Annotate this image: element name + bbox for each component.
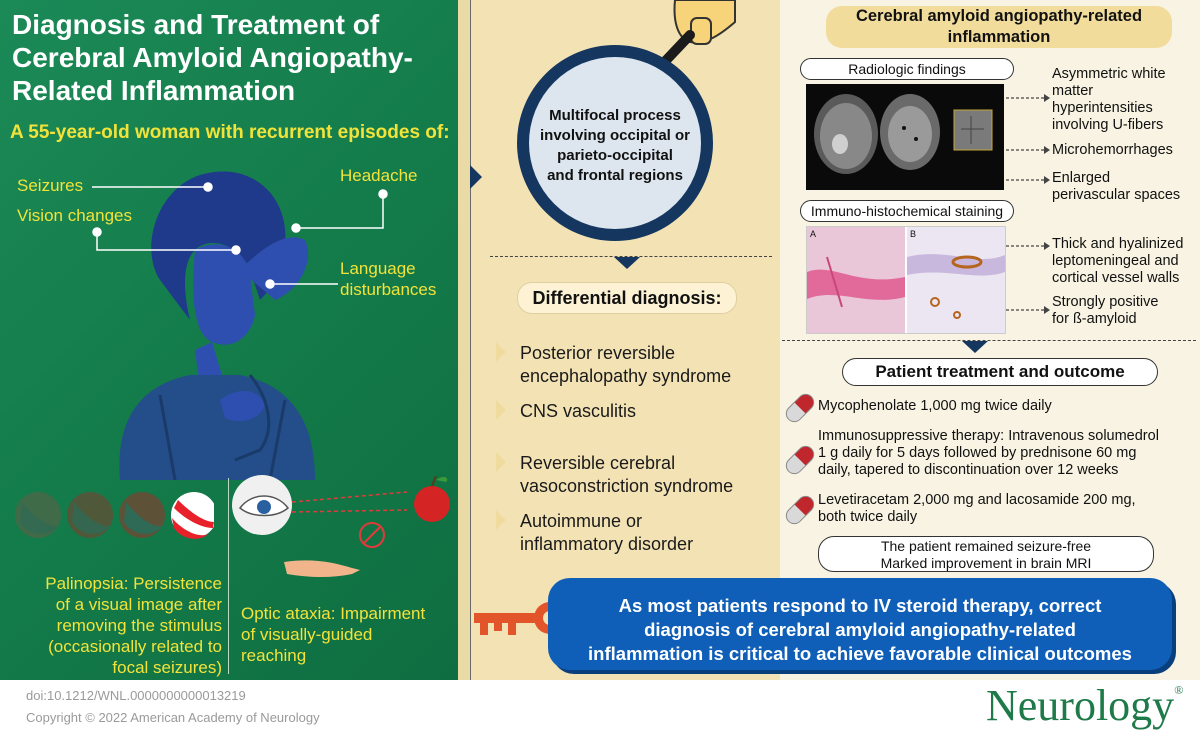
mid-divider bbox=[490, 256, 772, 257]
symptom-vision-changes: Vision changes bbox=[17, 206, 132, 225]
radiologic-leader-lines bbox=[1006, 94, 1050, 184]
left-bottom-divider bbox=[228, 478, 229, 674]
differential-item-rcvs: Reversible cerebral vasoconstriction syn… bbox=[520, 453, 734, 496]
left-panel: Diagnosis and Treatment of Cerebral Amyl… bbox=[0, 0, 458, 680]
right-divider bbox=[782, 340, 1196, 341]
differential-item-autoimmune: Autoimmune or inflammatory disorder bbox=[520, 511, 694, 554]
ihc-panel-b-label: B bbox=[910, 229, 917, 239]
down-arrow-differential bbox=[614, 257, 640, 269]
mri-brain-scans bbox=[814, 94, 993, 174]
palinopsia-caption: Palinopsia: Persistence of a visual imag… bbox=[45, 574, 222, 677]
magnifying-glass-icon bbox=[517, 0, 736, 241]
differential-item-cns-vasculitis: CNS vasculitis bbox=[520, 401, 637, 421]
differential-item-pres: Posterior reversible encephalopathy synd… bbox=[520, 343, 732, 386]
conclusion-text: As most patients respond to IV steroid t… bbox=[588, 595, 1132, 664]
differential-bullet-2 bbox=[496, 400, 506, 420]
treatment-mycophenolate: Mycophenolate 1,000 mg twice daily bbox=[818, 398, 1052, 414]
capsule-icon-1 bbox=[785, 393, 815, 423]
differential-bullet-3 bbox=[496, 452, 506, 472]
optic-ataxia-caption: Optic ataxia: Impairment of visually-gui… bbox=[241, 604, 426, 665]
finding-perivascular-spaces: Enlarged perivascular spaces bbox=[1052, 170, 1181, 203]
symptom-seizures: Seizures bbox=[17, 176, 84, 195]
differential-bullet-4 bbox=[496, 510, 506, 530]
ihc-panel-a-label: A bbox=[810, 229, 817, 239]
finding-microhemorrhages: Microhemorrhages bbox=[1052, 142, 1173, 158]
ihc-leader-lines bbox=[1006, 242, 1050, 314]
flow-arrow-right bbox=[470, 165, 482, 189]
neurology-logo: Neurology® bbox=[986, 681, 1184, 730]
symptom-headache: Headache bbox=[340, 166, 418, 185]
capsule-icon-3 bbox=[785, 495, 815, 525]
differential-heading: Differential diagnosis: bbox=[517, 282, 737, 314]
optic-ataxia-illustration bbox=[232, 475, 450, 577]
radiologic-findings-label: Radiologic findings bbox=[800, 58, 1014, 80]
palinopsia-ball-sequence bbox=[15, 492, 214, 539]
right-heading: Cerebral amyloid angiopathy-related infl… bbox=[826, 6, 1172, 48]
conclusion-banner bbox=[548, 578, 1172, 670]
histology-stains bbox=[807, 227, 1005, 333]
copyright-text: Copyright © 2022 American Academy of Neu… bbox=[26, 710, 320, 725]
mri-image-panel bbox=[806, 84, 1004, 190]
treatment-heading: Patient treatment and outcome bbox=[842, 358, 1158, 386]
histology-image-panel: A B bbox=[806, 226, 1006, 334]
finding-vessel-walls: Thick and hyalinized leptomeningeal and … bbox=[1052, 236, 1184, 286]
infographic-title: Diagnosis and Treatment of Cerebral Amyl… bbox=[12, 9, 413, 106]
finding-beta-amyloid: Strongly positive for ß-amyloid bbox=[1052, 294, 1159, 327]
symptom-leader-lines bbox=[92, 182, 388, 289]
outcome-box: The patient remained seizure-free Marked… bbox=[818, 536, 1154, 572]
pill-icons bbox=[785, 393, 815, 525]
footer: doi:10.1212/WNL.0000000000013219 Copyrig… bbox=[0, 680, 1200, 738]
treatment-antiseizure: Levetiracetam 2,000 mg and lacosamide 20… bbox=[818, 492, 1136, 525]
magnifier-text: Multifocal process involving occipital o… bbox=[539, 107, 691, 184]
differential-bullet-1 bbox=[496, 342, 506, 362]
doi-text: doi:10.1212/WNL.0000000000013219 bbox=[26, 688, 246, 703]
down-arrow-treatment bbox=[962, 341, 988, 353]
symptom-language: Language disturbances bbox=[340, 259, 437, 299]
case-subtitle: A 55-year-old woman with recurrent episo… bbox=[10, 122, 450, 143]
middle-panel-edge bbox=[458, 0, 471, 680]
treatment-immunosuppressive: Immunosuppressive therapy: Intravenous s… bbox=[818, 428, 1159, 478]
finding-white-matter: Asymmetric white matter hyperintensities… bbox=[1052, 66, 1166, 133]
ihc-label: Immuno-histochemical staining bbox=[800, 200, 1014, 222]
woman-figure-illustration bbox=[119, 171, 316, 480]
capsule-icon-2 bbox=[785, 445, 815, 475]
